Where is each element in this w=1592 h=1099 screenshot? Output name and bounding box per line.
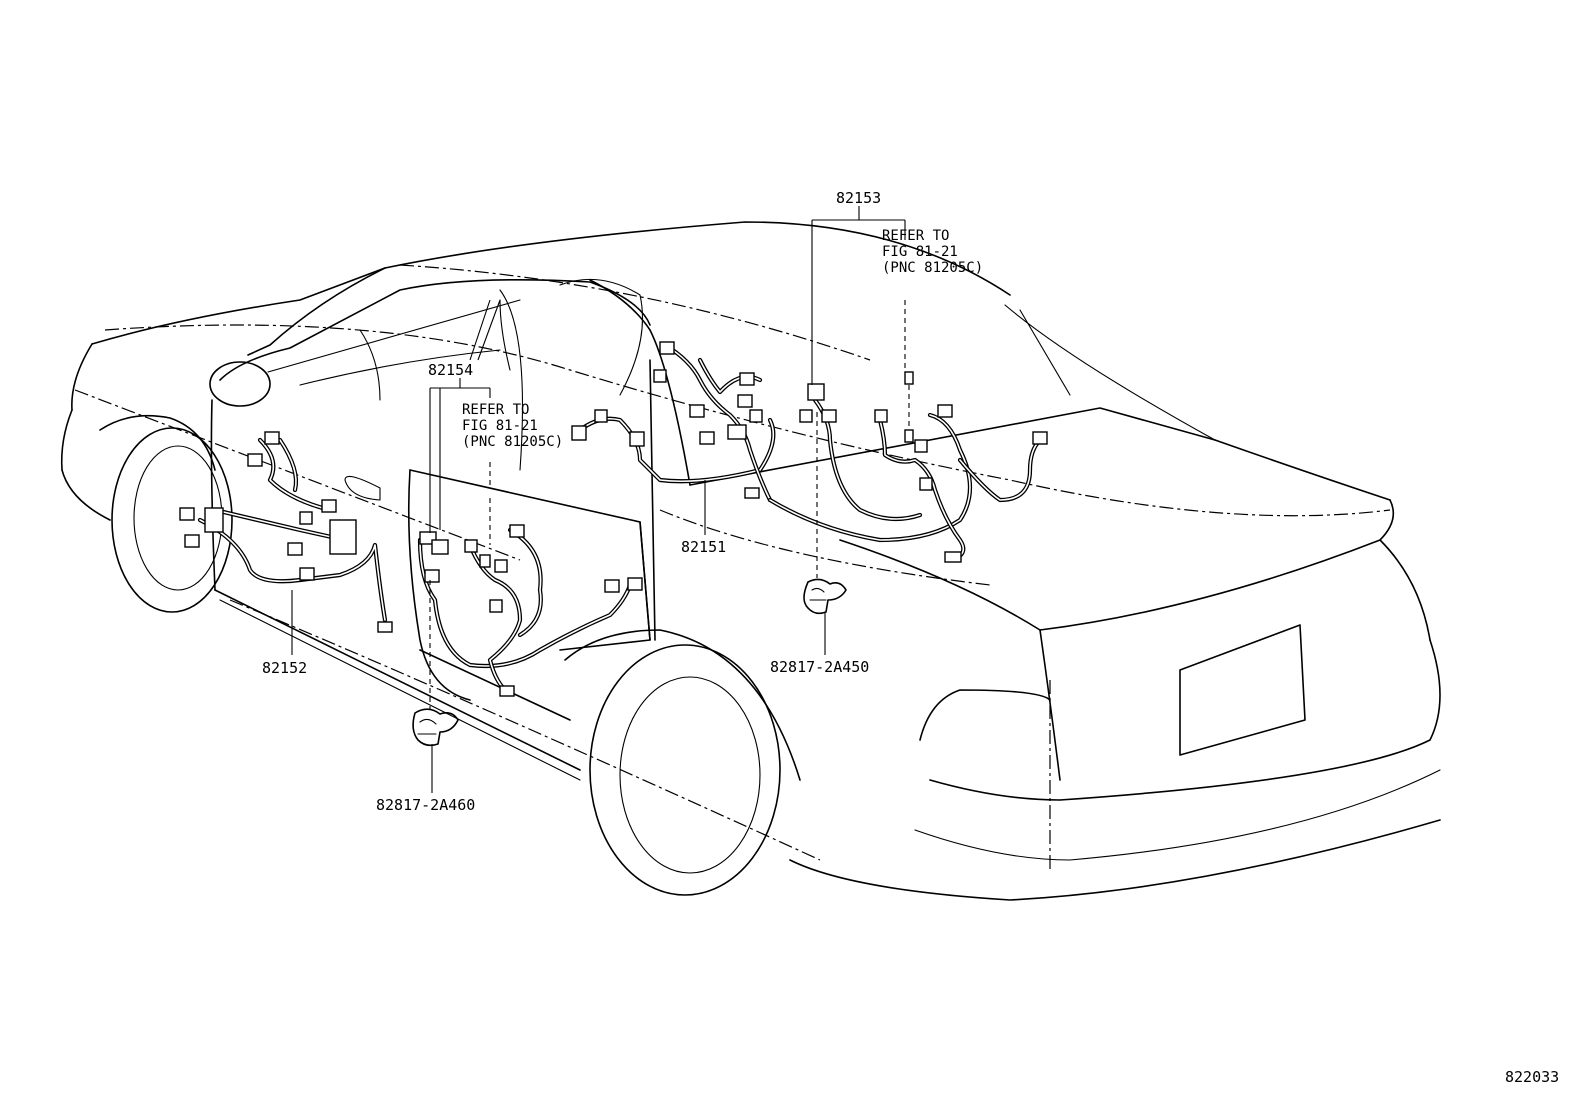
connector-icon: [287, 542, 303, 556]
connector-icon: [299, 567, 315, 581]
refer-note-line: REFER TO: [462, 402, 529, 418]
connector-icon: [204, 507, 224, 533]
connector-icon: [727, 424, 747, 440]
connector-icon: [689, 404, 705, 418]
connector-icon: [1032, 431, 1048, 445]
front-wheel-outer: [111, 427, 233, 613]
callout-82817-2A460: 82817-2A460: [376, 796, 475, 814]
connector-icon: [629, 431, 645, 447]
connector-icon: [489, 599, 503, 613]
connector-icon: [739, 372, 755, 386]
connector-icon: [494, 559, 508, 573]
clip-82817-2A460-icon: [412, 708, 459, 747]
connector-icon: [604, 579, 620, 593]
connector-icon: [509, 524, 525, 538]
callout-82152: 82152: [262, 659, 307, 677]
connector-icon: [659, 341, 675, 355]
connector-icon: [799, 409, 813, 423]
connector-icon: [594, 409, 608, 423]
leader-lines: [291, 206, 910, 793]
license-plate: [1179, 624, 1306, 756]
connector-icon: [247, 453, 263, 467]
connector-icon: [377, 621, 393, 633]
refer-note-right: REFER TO FIG 81-21 (PNC 81205C): [882, 228, 983, 276]
rear-wheel-inner: [619, 676, 761, 874]
refer-note-line: FIG 81-21: [882, 244, 958, 260]
connector-icon: [299, 511, 313, 525]
connector-icon: [184, 534, 200, 548]
connector-icon: [749, 409, 763, 423]
connector-icon: [499, 685, 515, 697]
connector-icon: [744, 487, 760, 499]
connector-icon: [264, 431, 280, 445]
harness-82153: [767, 371, 1048, 563]
connector-icon: [914, 439, 928, 453]
harness-rear-door: [417, 524, 643, 697]
connector-icon: [627, 577, 643, 591]
connector-icon: [329, 519, 357, 555]
callout-82153: 82153: [836, 189, 881, 207]
harness-82152: [179, 431, 393, 633]
connector-icon: [479, 554, 491, 568]
connector-icon: [321, 499, 337, 513]
figure-number: 822033: [1505, 1068, 1559, 1086]
callout-82817-2A450: 82817-2A450: [770, 658, 869, 676]
car-body-outline: [60, 221, 1441, 901]
clip-82817-2A450-icon: [803, 578, 847, 615]
refer-note-line: REFER TO: [882, 228, 949, 244]
connector-icon: [424, 569, 440, 583]
connector-icon: [737, 394, 753, 408]
callout-82151: 82151: [681, 538, 726, 556]
connector-icon: [821, 409, 837, 423]
connector-icon: [653, 369, 667, 383]
connector-icon: [571, 425, 587, 441]
callout-82154: 82154: [428, 361, 473, 379]
connector-icon: [904, 371, 914, 385]
connector-icon: [179, 507, 195, 521]
harness-82151: [571, 341, 776, 503]
refer-note-line: FIG 81-21: [462, 418, 538, 434]
connector-icon: [937, 404, 953, 418]
connector-icon: [807, 383, 825, 401]
rear-wheel-outer: [589, 644, 781, 896]
side-mirror: [209, 361, 271, 407]
connector-icon: [464, 539, 478, 553]
connector-icon: [699, 431, 715, 445]
connector-icon: [904, 429, 914, 443]
connector-icon: [919, 477, 933, 491]
phantom-lines: [74, 264, 1391, 870]
connector-icon: [431, 539, 449, 555]
part-callouts: 82153 82154 82151 82152 82817-2A450 8281…: [262, 189, 881, 814]
refer-note-line: (PNC 81205C): [882, 260, 983, 276]
connector-icon: [944, 551, 962, 563]
refer-note-left: REFER TO FIG 81-21 (PNC 81205C): [462, 402, 563, 450]
connector-icon: [874, 409, 888, 423]
refer-note-line: (PNC 81205C): [462, 434, 563, 450]
